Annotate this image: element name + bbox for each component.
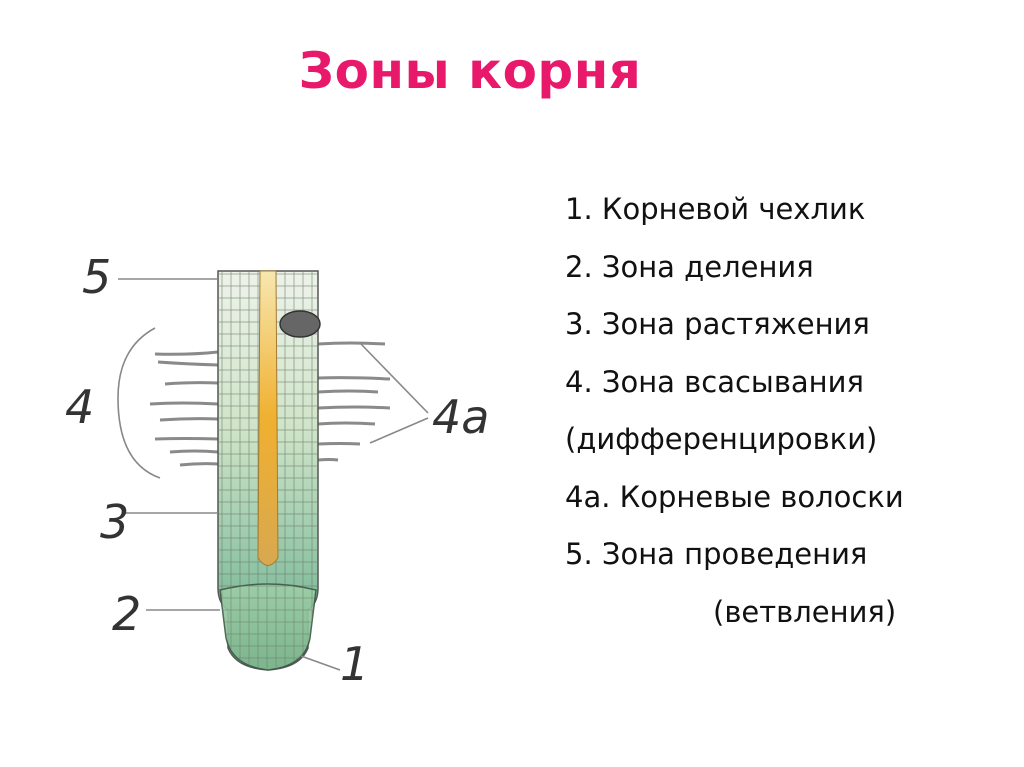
label-3: 3 — [100, 495, 129, 549]
root-hairs-left — [149, 350, 219, 467]
legend-item-differentiation: (дифференцировки) — [565, 422, 878, 456]
lateral-root-primordium — [279, 310, 321, 338]
slide-title: Зоны корня — [298, 42, 642, 100]
legend-item-conduction-zone: 5. Зона проведения — [565, 537, 868, 571]
legend-item-branching: (ветвления) — [713, 594, 897, 629]
label-1: 1 — [340, 637, 369, 691]
vascular-cylinder — [257, 270, 279, 566]
label-5: 5 — [82, 250, 111, 304]
label-4a: 4a — [432, 390, 489, 444]
root-hairs-right — [317, 341, 391, 462]
legend-item-absorption-zone: 4. Зона всасывания — [565, 364, 864, 399]
zone-legend: 1. Корневой чехлик 2. Зона деления 3. Зо… — [565, 183, 904, 643]
legend-item-elongation-zone: 3. Зона растяжения — [565, 307, 870, 341]
label-4: 4 — [65, 380, 94, 434]
legend-item-root-hairs: 4а. Корневые волоски — [565, 479, 904, 514]
root-diagram: 5 4 3 2 1 4a — [65, 250, 489, 691]
legend-item-root-cap: 1. Корневой чехлик — [565, 192, 866, 226]
legend-item-division-zone: 2. Зона деления — [565, 249, 814, 284]
label-2: 2 — [112, 587, 141, 641]
